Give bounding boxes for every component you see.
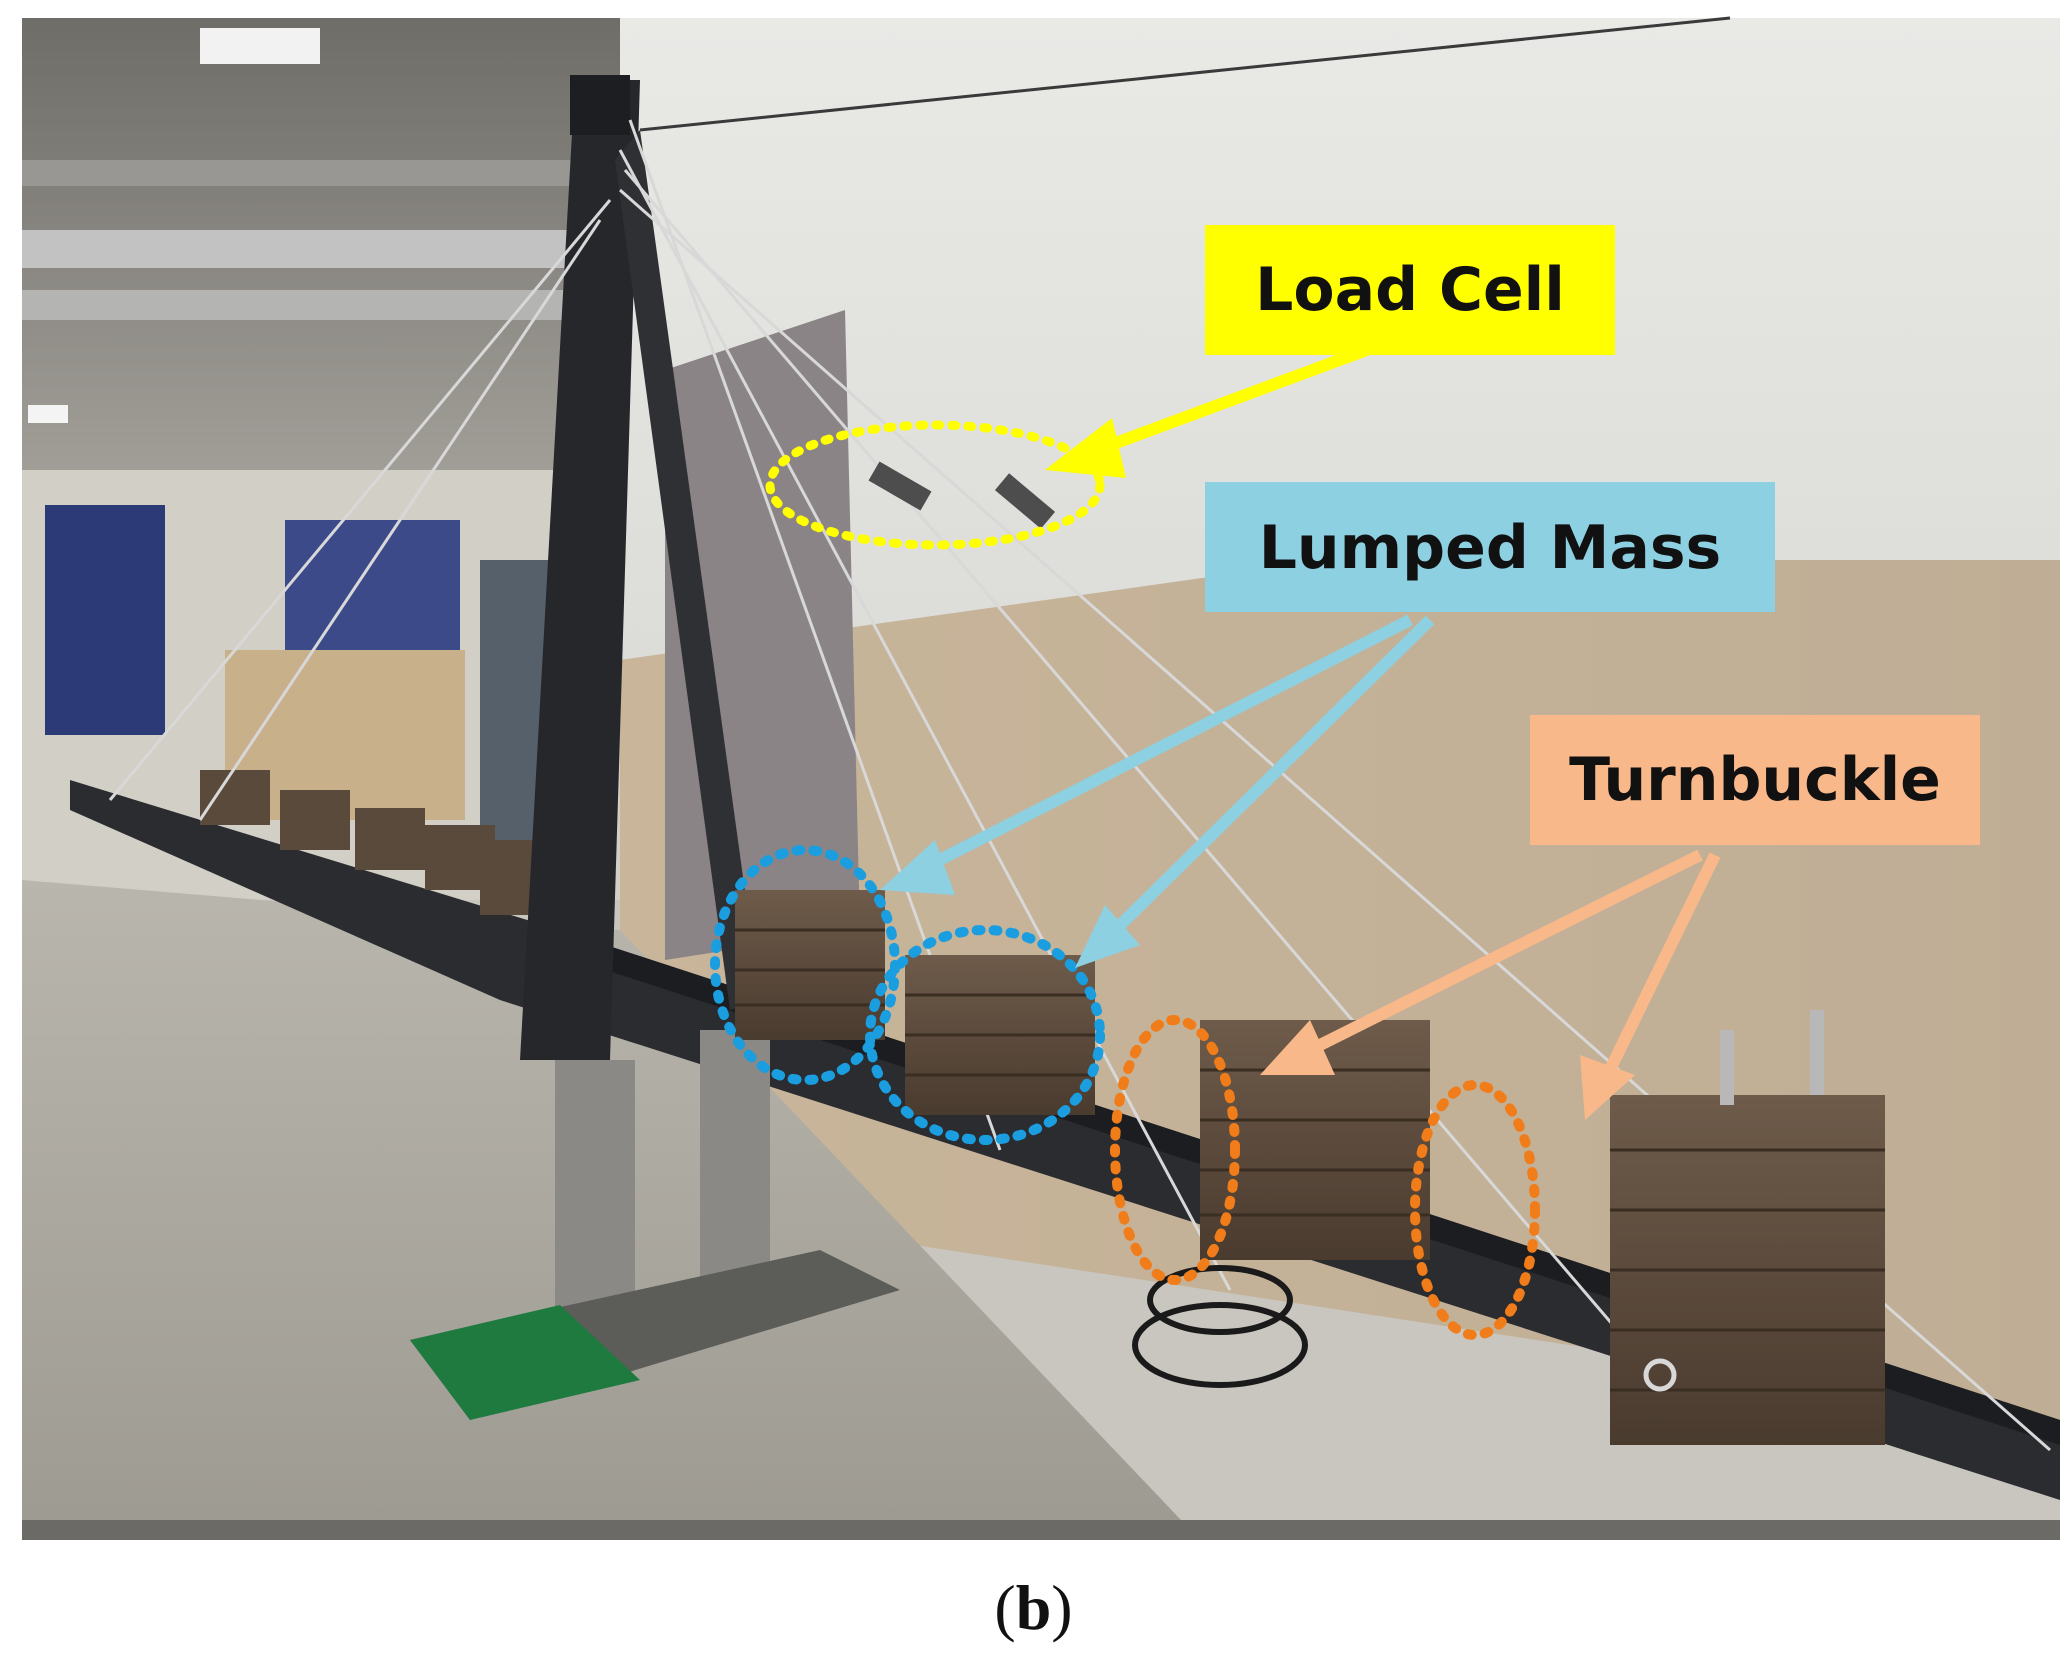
turnbuckle-label: Turnbuckle <box>1569 745 1941 815</box>
bridge-model <box>70 16 2060 1500</box>
turnbuckle-arrowhead-2 <box>1580 1055 1635 1120</box>
lumped-mass-label-box <box>1205 482 1775 612</box>
turnbuckle-highlight-ring-1 <box>1110 1015 1240 1285</box>
turnbuckle-annotation: Turnbuckle <box>1110 715 1980 1340</box>
turnbuckle-highlight-ring-2 <box>1410 1080 1540 1340</box>
lumped-mass-highlight-ring-1 <box>710 845 900 1085</box>
turnbuckle-arrowhead-1 <box>1260 1020 1335 1075</box>
load-cell-label: Load Cell <box>1255 255 1565 325</box>
load-cell-arrowhead <box>1045 418 1126 478</box>
lumped-mass-label: Lumped Mass <box>1259 513 1722 583</box>
lumped-mass-arrowhead-1 <box>880 840 955 895</box>
lumped-mass-block-2 <box>905 955 1095 1115</box>
lumped-mass-annotation: Lumped Mass <box>710 482 1775 1145</box>
load-cell-annotation: Load Cell <box>765 225 1615 550</box>
caption-close-paren: ) <box>1051 1572 1073 1643</box>
figure-caption: (b) <box>0 1568 2067 1648</box>
caption-letter: b <box>1015 1572 1052 1643</box>
load-cell-highlight-ring <box>765 420 1105 550</box>
lumped-mass-block-1 <box>735 890 885 1040</box>
load-cell-label-box <box>1205 225 1615 355</box>
lumped-mass-arrowhead-2 <box>1075 905 1140 968</box>
turnbuckle-label-box <box>1530 715 1980 845</box>
lumped-mass-highlight-ring-2 <box>865 925 1105 1145</box>
caption-open-paren: ( <box>994 1572 1016 1643</box>
